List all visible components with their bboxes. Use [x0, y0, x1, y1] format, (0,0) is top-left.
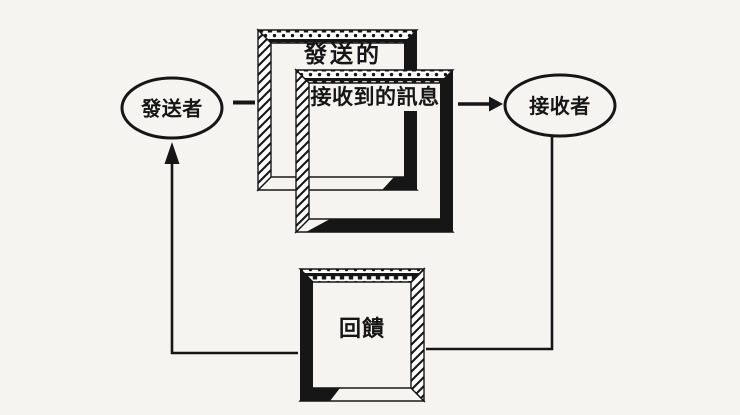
receiver-label: 接收者 — [529, 94, 591, 118]
hatch-border-left-icon — [295, 68, 310, 234]
frame-left-black-border — [300, 269, 340, 401]
received-message-box: 接收到的訊息 — [294, 68, 455, 234]
sent-message-label: 發送的 — [303, 41, 382, 68]
hatch-border-left-icon — [257, 28, 272, 192]
arrowhead-right-icon — [489, 96, 503, 112]
feedback-box: 回饋 — [298, 267, 426, 403]
sender-ellipse — [120, 76, 224, 140]
message-to-receiver-arrow — [458, 96, 503, 112]
sender-node: 發送者 — [120, 76, 224, 140]
label-backdrop — [311, 83, 438, 111]
receiver-to-feedback-line — [426, 137, 554, 351]
received-message-label: 接收到的訊息 — [311, 85, 440, 109]
connectors — [164, 96, 554, 355]
checker-border-top-icon — [298, 268, 426, 283]
feedback-to-sender-arrow — [164, 142, 298, 355]
sender-label: 發送者 — [140, 97, 203, 121]
receiver-ellipse — [503, 73, 617, 138]
checker-border-top-icon — [294, 69, 455, 84]
feedback-label: 回饋 — [339, 316, 385, 342]
receiver-node: 接收者 — [503, 73, 617, 138]
hatch-border-right-icon — [410, 267, 425, 403]
arrowhead-up-icon — [164, 142, 180, 164]
